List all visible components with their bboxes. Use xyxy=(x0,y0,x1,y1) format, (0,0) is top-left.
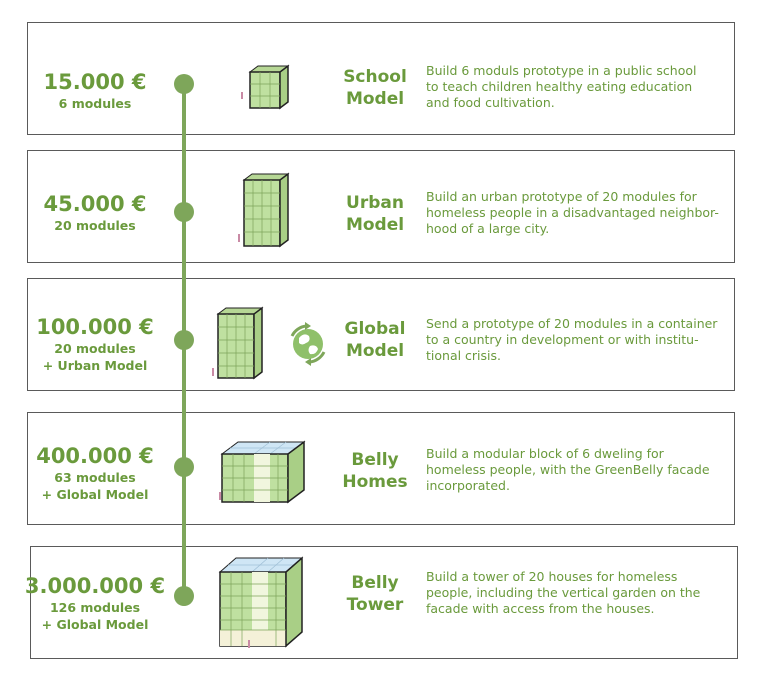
tier-modules: 6 modules xyxy=(58,96,132,111)
tier-school-model xyxy=(27,22,735,135)
tier-name-line: Model xyxy=(345,341,405,361)
tier-amount: 400.000 € xyxy=(36,444,154,468)
tier-price: 400.000 € 63 modules + Global Model xyxy=(20,444,170,503)
timeline-node xyxy=(174,74,194,94)
timeline-node xyxy=(174,457,194,477)
timeline-node xyxy=(174,202,194,222)
tall-block-icon xyxy=(212,306,264,380)
tier-description: Build an urban prototype of 20 modules f… xyxy=(426,189,726,237)
tier-price: 45.000 € 20 modules xyxy=(20,192,170,234)
tier-name-line: Urban xyxy=(346,193,404,213)
tier-modules-extra: + Global Model xyxy=(41,617,149,632)
tier-modules: 63 modules xyxy=(54,470,136,485)
tier-price: 15.000 € 6 modules xyxy=(20,70,170,112)
desc-line: and food cultivation. xyxy=(426,95,555,110)
tall-block-icon xyxy=(238,172,290,248)
tier-name-line: Belly xyxy=(351,573,399,593)
tier-modules: 20 modules xyxy=(54,341,136,356)
tier-description: Build a tower of 20 houses for homeless … xyxy=(426,569,726,617)
tier-modules-extra: + Global Model xyxy=(41,487,149,502)
timeline-node xyxy=(174,586,194,606)
tier-name-line: Model xyxy=(345,89,405,109)
tier-description: Build a modular block of 6 dweling for h… xyxy=(426,446,726,494)
tier-name: Global Model xyxy=(335,318,415,362)
tier-amount: 45.000 € xyxy=(43,192,147,216)
desc-line: incorporated. xyxy=(426,478,510,493)
desc-line: homeless people, with the GreenBelly fac… xyxy=(426,462,710,477)
tier-description: Send a prototype of 20 modules in a cont… xyxy=(426,316,726,364)
tier-price: 3.000.000 € 126 modules + Global Model xyxy=(20,574,170,633)
tier-belly-tower xyxy=(30,546,738,659)
tier-name: Belly Tower xyxy=(335,572,415,616)
tier-modules: 126 modules xyxy=(49,600,141,615)
desc-line: homeless people in a disadvantaged neigh… xyxy=(426,205,719,220)
desc-line: to a country in development or with inst… xyxy=(426,332,699,347)
desc-line: Build an urban prototype of 20 modules f… xyxy=(426,189,697,204)
tier-amount: 3.000.000 € xyxy=(24,574,166,598)
tier-name-line: Model xyxy=(345,215,405,235)
tier-price: 100.000 € 20 modules + Urban Model xyxy=(20,315,170,374)
tier-modules: 20 modules xyxy=(54,218,136,233)
tier-name-line: Belly xyxy=(351,450,399,470)
tier-name-line: School xyxy=(343,67,407,87)
tier-name-line: Tower xyxy=(346,595,404,615)
tower-block-icon xyxy=(218,556,304,648)
desc-line: to teach children healthy eating educati… xyxy=(426,79,693,94)
tier-urban-model xyxy=(27,150,735,263)
small-cube-icon xyxy=(241,64,290,110)
tier-global-model xyxy=(27,278,735,391)
desc-line: people, including the vertical garden on… xyxy=(426,585,701,600)
desc-line: tional crisis. xyxy=(426,348,502,363)
tier-name-line: Homes xyxy=(342,472,408,492)
timeline-node xyxy=(174,330,194,350)
tier-name: Belly Homes xyxy=(335,449,415,493)
tier-name: School Model xyxy=(335,66,415,110)
desc-line: Build a modular block of 6 dweling for xyxy=(426,446,664,461)
tier-amount: 15.000 € xyxy=(43,70,147,94)
tier-belly-homes xyxy=(27,412,735,525)
tier-modules-extra: + Urban Model xyxy=(42,358,148,373)
tier-name: Urban Model xyxy=(335,192,415,236)
desc-line: facade with access from the houses. xyxy=(426,601,655,616)
desc-line: hood of a large city. xyxy=(426,221,550,236)
wide-block-icon xyxy=(219,440,306,504)
globe-recycle-icon xyxy=(290,322,326,366)
tier-amount: 100.000 € xyxy=(36,315,154,339)
desc-line: Build 6 moduls prototype in a public sch… xyxy=(426,63,697,78)
desc-line: Build a tower of 20 houses for homeless xyxy=(426,569,678,584)
desc-line: Send a prototype of 20 modules in a cont… xyxy=(426,316,718,331)
tier-description: Build 6 moduls prototype in a public sch… xyxy=(426,63,726,111)
tier-name-line: Global xyxy=(344,319,406,339)
